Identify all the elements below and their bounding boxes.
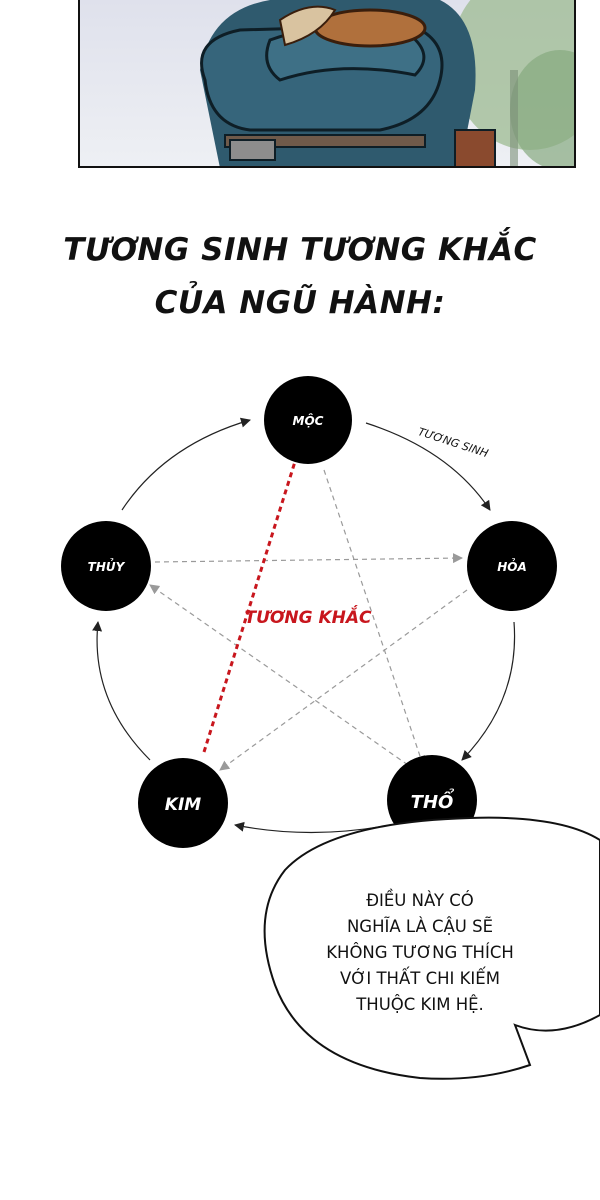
- heading-line-1: TƯƠNG SINH TƯƠNG KHẮC: [63, 232, 537, 268]
- comic-panel-illustration: [78, 0, 576, 168]
- label-tuong-sinh: TƯƠNG SINH: [416, 425, 489, 460]
- label-tuong-khac: TƯƠNG KHẮC: [245, 604, 373, 628]
- sinh-arrow-thuy-moc: [121, 417, 251, 511]
- khac-arrow-hoa-kim: [219, 589, 468, 771]
- node-thuy: THỦY: [61, 521, 151, 611]
- sinh-arrow-hoa-tho: [461, 621, 516, 761]
- node-label-moc: MỘC: [293, 414, 324, 428]
- khac-arrow-moc-tho: [323, 469, 425, 766]
- heading-line-2: CỦA NGŨ HÀNH:: [154, 285, 446, 321]
- khac-arrow-thuy-hoa: [154, 553, 463, 564]
- speech-bubble: [263, 816, 600, 1080]
- sinh-arrow-kim-thuy: [92, 621, 151, 761]
- node-moc: MỘC: [264, 376, 352, 464]
- khac-arrow-kim-moc: [202, 451, 301, 753]
- node-label-thuy: THỦY: [88, 558, 126, 574]
- node-hoa: HỎA: [467, 521, 557, 611]
- node-label-kim: KIM: [165, 795, 201, 815]
- sinh-arrow-moc-hoa: [365, 422, 491, 511]
- khac-arrow-tho-thuy: [149, 584, 409, 766]
- node-label-hoa: HỎA: [497, 558, 527, 574]
- character-illustration: [80, 0, 574, 166]
- node-kim: KIM: [138, 758, 228, 848]
- speech-bubble-text: ĐIỀU NÀY CÓ NGHĨA LÀ CẬU SẼ KHÔNG TƯƠNG …: [326, 891, 514, 1014]
- node-label-tho: THỔ: [411, 788, 455, 813]
